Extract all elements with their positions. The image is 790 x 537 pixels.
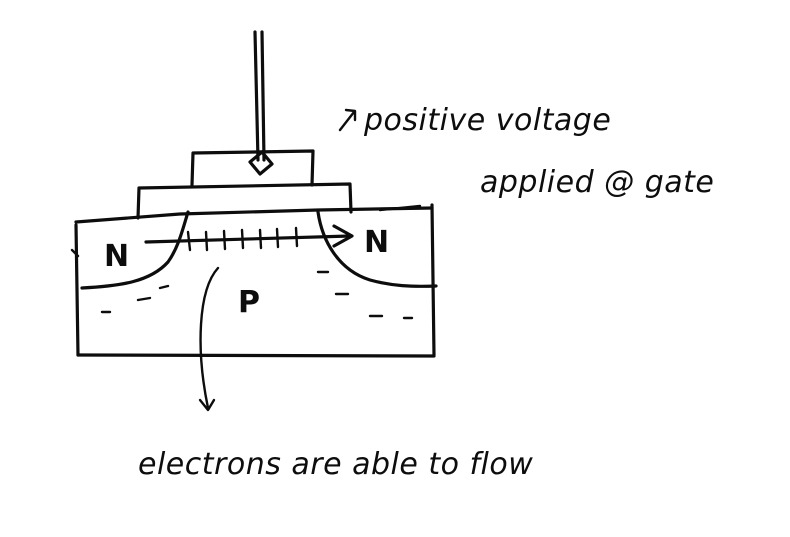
gate-annotation-pointer <box>338 108 357 132</box>
gate-lead-wire <box>253 30 266 162</box>
channel-current-arrow <box>144 224 354 248</box>
drain-region-label: N <box>364 225 389 260</box>
source-region-label: N <box>104 239 129 274</box>
electron-flow-note: electrons are able to flow <box>138 447 533 482</box>
source-region-boundary <box>80 210 190 290</box>
substrate-outline <box>74 203 436 358</box>
substrate-negative-charges <box>100 270 414 320</box>
substrate-region-label: P <box>238 285 260 320</box>
gate-metal <box>190 149 315 187</box>
flow-annotation-pointer <box>198 266 220 412</box>
gate-contact <box>248 150 274 176</box>
source-terminal-mark <box>70 248 80 258</box>
channel-charge-marks <box>186 226 299 252</box>
gate-voltage-note-line2: applied @ gate <box>480 165 714 200</box>
gate-voltage-note: positive voltage <box>363 103 611 138</box>
gate-oxide <box>136 182 353 220</box>
